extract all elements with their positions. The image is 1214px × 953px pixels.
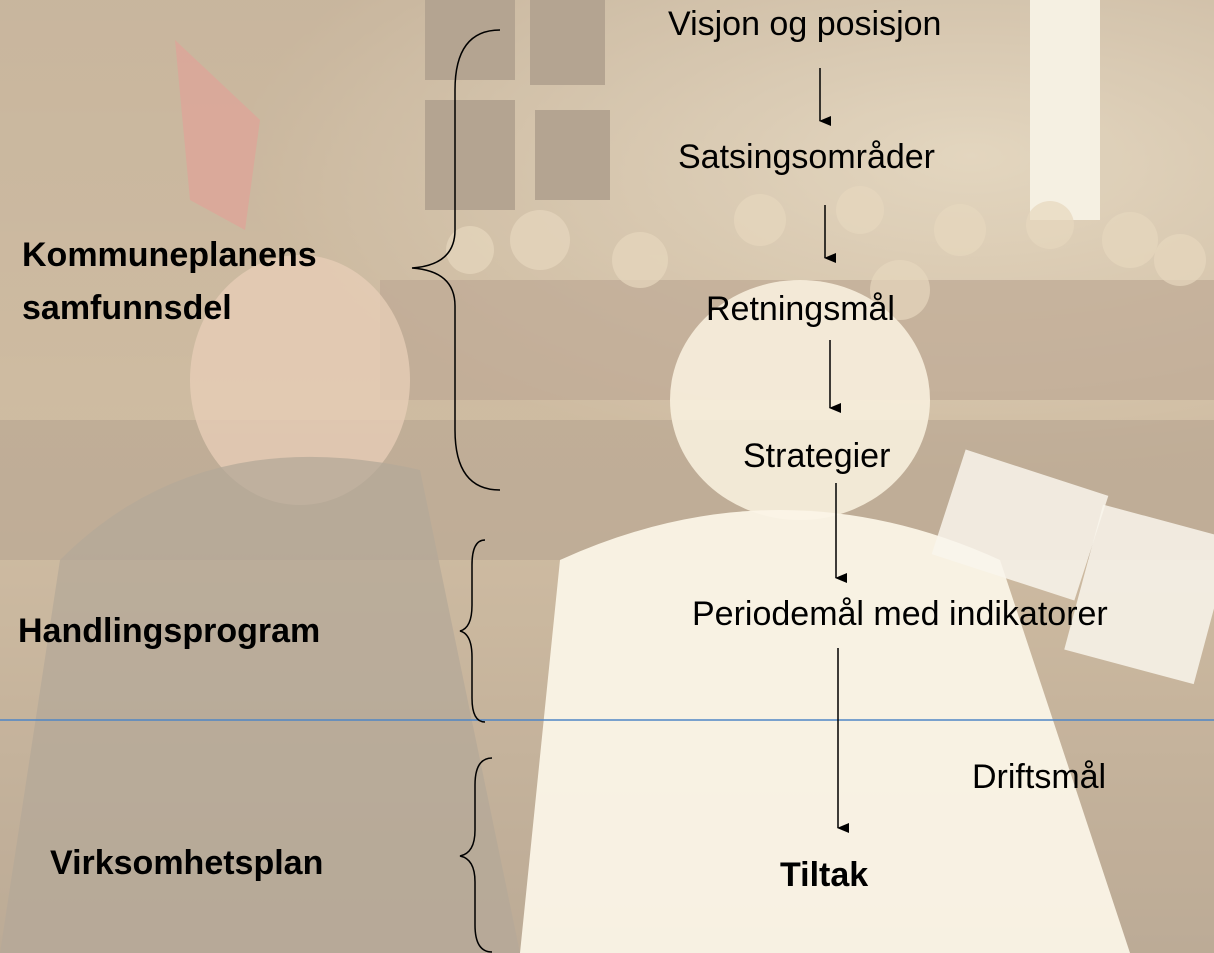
brace-handlingsprogram: [459, 539, 486, 723]
step-retningsmal: Retningsmål: [706, 290, 895, 328]
step-strategier: Strategier: [743, 437, 891, 475]
step-satsingsomrader: Satsingsområder: [678, 138, 936, 176]
brace-samfunnsdel: [411, 29, 501, 491]
step-tiltak: Tiltak: [780, 856, 869, 894]
step-periodemal: Periodemål med indikatorer: [692, 595, 1108, 633]
brace-virksomhetsplan: [459, 757, 493, 953]
label-driftsmal: Driftsmål: [972, 758, 1107, 796]
label-handlingsprogram: Handlingsprogram: [18, 612, 321, 650]
step-visjon: Visjon og posisjon: [668, 5, 942, 43]
label-samfunnsdel-line2: samfunnsdel: [22, 289, 232, 327]
label-samfunnsdel-line1: Kommuneplanens: [22, 236, 317, 274]
label-virksomhetsplan: Virksomhetsplan: [50, 844, 324, 882]
